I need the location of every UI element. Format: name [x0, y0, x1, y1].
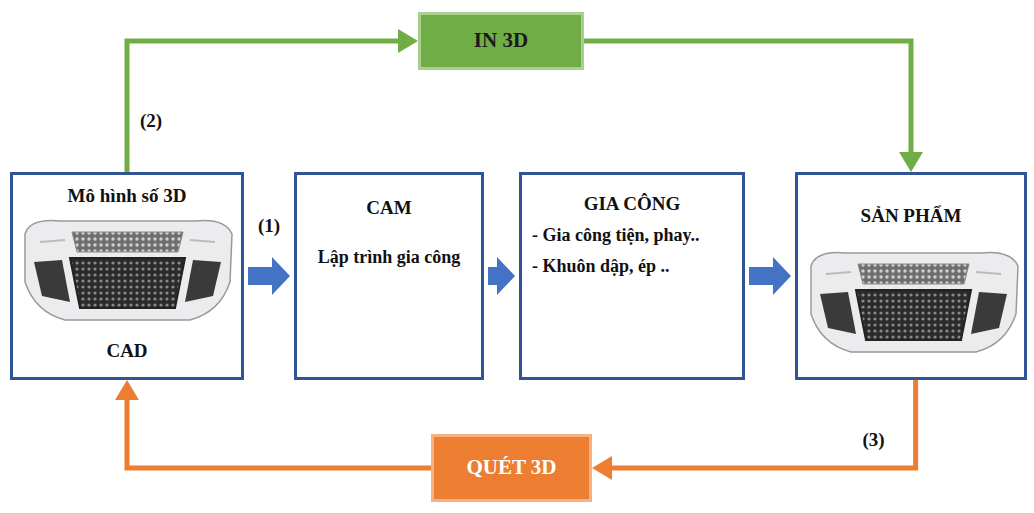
flow-arrow — [488, 257, 515, 295]
box-text: - Khuôn dập, ép .. — [532, 255, 732, 278]
box-title: CAM — [366, 197, 411, 220]
arrow-head — [398, 29, 418, 53]
step-number: (1) — [256, 215, 282, 237]
box-text: Lập trình gia công — [318, 246, 461, 269]
box-title: GIA CÔNG — [584, 193, 681, 216]
arrow-head — [899, 152, 923, 172]
scan-3d-box: QUÉT 3D — [431, 434, 592, 502]
flow-line — [610, 380, 916, 468]
box-text: - Gia công tiện, phay.. — [532, 224, 732, 247]
flow-line — [127, 41, 400, 172]
flow-arrow — [584, 41, 923, 172]
flow-arrow — [592, 380, 916, 480]
flow-arrow — [749, 257, 791, 295]
box-title: SẢN PHẨM — [861, 205, 962, 228]
flow-arrow — [248, 257, 290, 295]
cad-model-box: Mô hình số 3D CAD — [10, 172, 244, 380]
box-title: Mô hình số 3D — [68, 185, 187, 208]
box-title: QUÉT 3D — [466, 455, 556, 480]
block-arrow — [488, 257, 515, 295]
flow-arrow — [127, 29, 418, 172]
block-arrow — [749, 257, 791, 295]
box-title: IN 3D — [474, 28, 528, 53]
arrow-head — [592, 456, 612, 480]
flow-line — [584, 41, 911, 154]
step-number: (3) — [861, 429, 887, 451]
flow-line — [127, 398, 431, 468]
block-arrow — [248, 257, 290, 295]
cam-box: CAM Lập trình gia công — [294, 172, 484, 380]
box-text: CAD — [106, 340, 147, 363]
step-number: (2) — [138, 110, 164, 132]
flow-arrow — [115, 380, 431, 468]
machining-box: GIA CÔNG - Gia công tiện, phay.. - Khuôn d… — [519, 172, 745, 380]
arrow-head — [115, 380, 139, 400]
product-box: SẢN PHẨM — [795, 172, 1027, 380]
print-3d-box: IN 3D — [418, 12, 584, 70]
